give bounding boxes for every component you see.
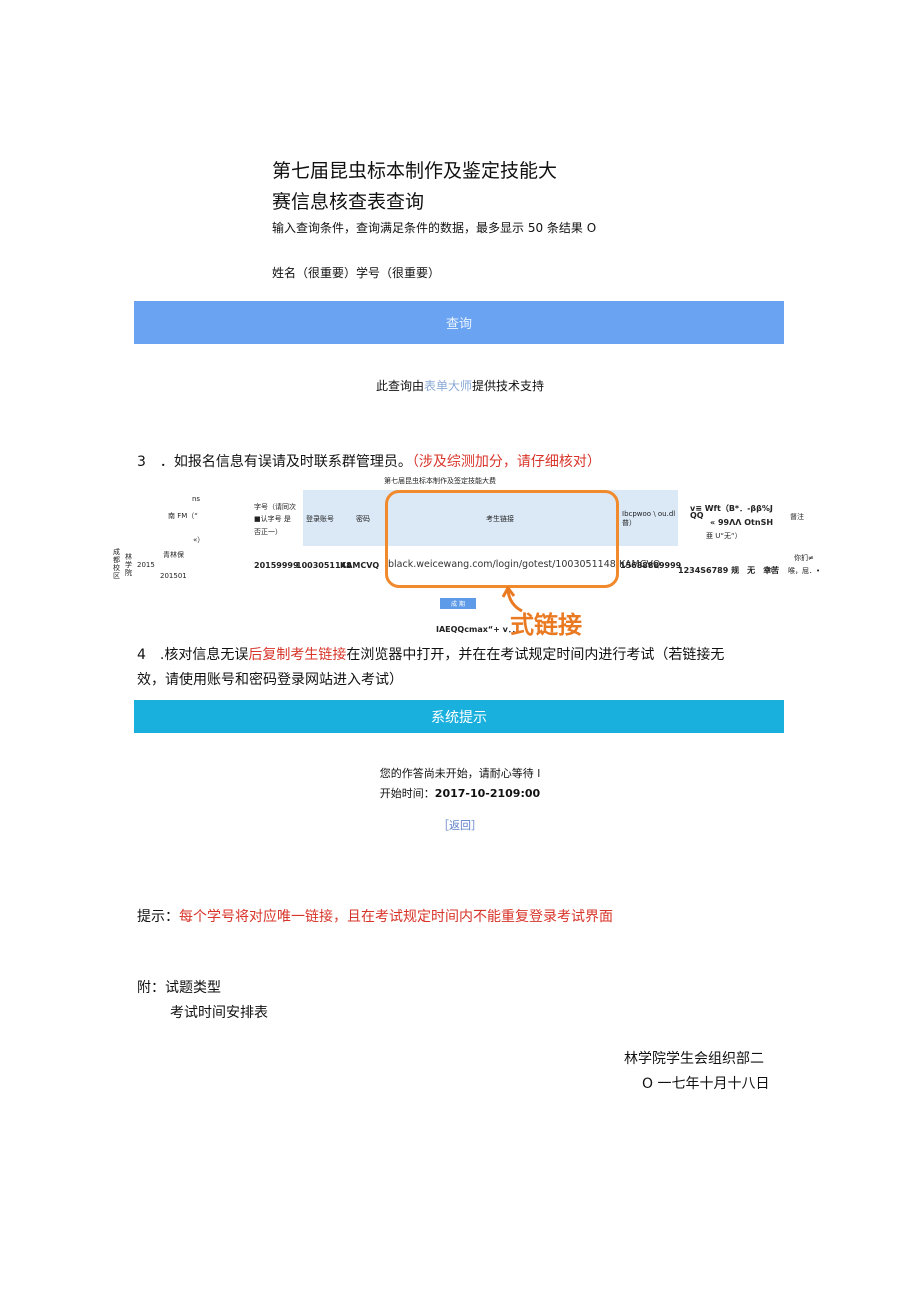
support-note: 此查询由表单大师提供技术支持 [0,377,920,394]
page-title-line2: 赛信息核查表查询 [272,191,425,213]
callout-label: 式链接 [510,611,582,639]
shot-studentno-label3: 否正一） [254,528,282,536]
shot-right-a2: QQ [690,511,704,520]
shot-paren: «） [193,536,205,544]
step4-red: 后复制考生链接 [248,647,347,663]
start-time-label: 开始时间： [379,787,435,800]
step4-line1: 4 .核对信息无误后复制考生链接在浏览器中打开，并在在考试规定时间内进行考试（若… [137,644,724,664]
shot-ns: ns [192,495,201,503]
shot-right-e: m [766,566,773,574]
shot-name: 青林保 [163,551,184,559]
shot-table-header-right [623,490,678,546]
step4-prefix: 4 .核对信息无误 [137,647,249,663]
tip-line: 提示：每个学号将对应唯一链接，且在考试规定时间内不能重复登录考试界面 [137,906,613,926]
back-link-row: ［返回］ [0,817,920,833]
shot-right-note: 督注 [790,513,804,521]
start-time-line: 开始时间：2017-10-2109:00 [0,785,920,801]
support-prefix: 此查询由 [375,379,424,393]
page-title-line1: 第七届昆虫标本制作及鉴定技能大 [272,160,558,182]
shot-campus: 成都校区 [113,548,120,580]
shot-right-d: 1234S6789 规 无 幸苦 [678,566,780,575]
support-suffix: 提供技术支持 [472,379,545,393]
shot-account: 1003051148 [296,561,352,570]
shot-th-account: 登录账号 [306,515,334,523]
query-fields-label: 姓名（很重要）学号（很重要） [272,266,441,280]
appendix-line1: 附：试题类型 [137,980,221,996]
start-time-value: 2017-10-2109:00 [434,787,541,800]
shot-college: 林学院 [125,553,132,577]
support-brand-link[interactable]: 表单大师 [423,379,472,393]
shot-studentno-label: 字号（请同次 [254,503,296,511]
step3-note: （涉及综测加分，请仔细核对） [411,454,601,470]
signature-org: 林学院学生会组织部二 [624,1051,764,1067]
shot-th-contact: Ibcpwoo \ ou.dl 普） [622,510,676,527]
signature-date: O 一七年十月十八日 [642,1076,770,1092]
appendix-line2: 考试时间安排表 [170,1005,268,1021]
shot-right-c: 亜 U“无“） [706,532,742,540]
shot-right-b: « 99ΛΛ OtnSH [710,518,774,527]
tip-text: 每个学号将对应唯一链接，且在考试规定时间内不能重复登录考试界面 [179,909,613,925]
shot-right-f: 你扪≠ [794,554,814,562]
shot-studentno: 20159999 [254,561,299,570]
shot-right-a: v≡ Wft（B*．-ββ%J [690,504,773,513]
tip-label: 提示： [137,909,179,925]
shot-year: 2015 [137,561,155,569]
shot-fm: 南 FM（“ [168,512,198,520]
step3-text: 3 ．如报名信息有误请及时联系群管理员。（涉及综测加分，请仔细核对） [137,451,601,471]
back-link[interactable]: ［返回］ [438,819,482,832]
shot-submit-button: 成 期 [440,598,476,609]
shot-password: KAMCVQ [340,561,380,570]
shot-right-g: 喉，屈．• [788,567,821,575]
shot-title: 第七届昆虫标本制作及签定技能大费 [384,477,496,485]
shot-link[interactable]: black.weicewang.com/login/gotest/1003051… [388,559,661,570]
step4-line2: 效，请使用账号和密码登录网站进入考试） [137,672,403,688]
arrow-icon [501,585,523,613]
link-highlight-box [385,490,619,588]
shot-class: 201501 [160,572,187,580]
query-button[interactable]: 查询 [134,301,784,344]
shot-studentno-label2: ■认字号 是 [254,515,291,523]
shot-th-link: 考生链接 [486,515,514,523]
step3-prefix: 3 ．如报名信息有误请及时联系群管理员。 [137,454,412,470]
query-instructions: 输入查询条件，查询满足条件的数据，最多显示 50 条结果 O [272,221,597,235]
shot-bottom-text: IAEQQcmax“+ v．． [436,625,520,634]
wait-message: 您的作答尚未开始，请耐心等待 l [379,767,541,780]
shot-table-header [303,490,623,546]
shot-th-password: 密码 [356,515,370,523]
system-prompt-bar: 系统提示 [134,700,784,733]
shot-phone: 15688889999 [620,561,682,570]
step4-suffix: 在浏览器中打开，并在在考试规定时间内进行考试（若链接无 [346,647,725,663]
